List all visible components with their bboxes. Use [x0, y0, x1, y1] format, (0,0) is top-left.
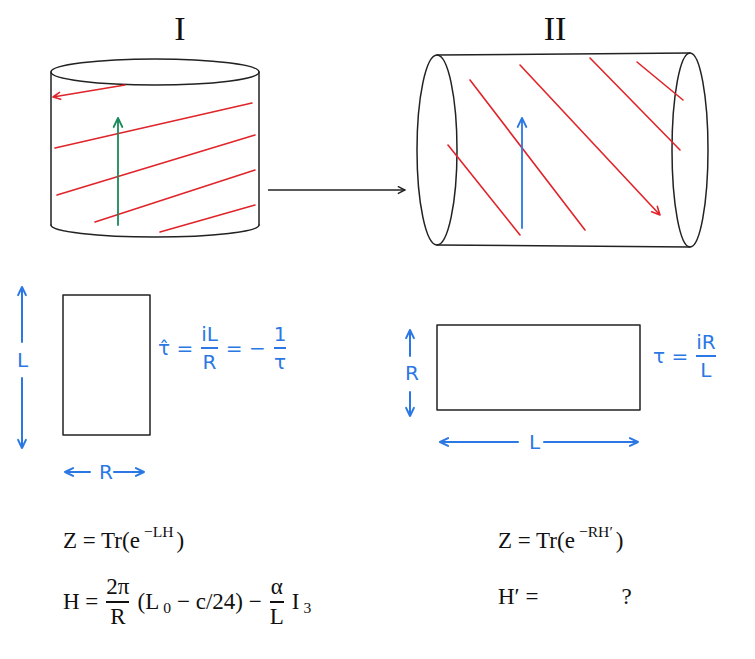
- math-text: τ =: [653, 344, 688, 368]
- fraction-bar: [270, 601, 284, 603]
- cylinder-stroke: [672, 53, 708, 247]
- math-text: R: [99, 460, 113, 484]
- numerator: iL: [201, 322, 218, 346]
- fraction: 1τ: [274, 322, 287, 374]
- dimension-arrow: [18, 378, 26, 448]
- roman-numeral: II: [544, 12, 567, 46]
- math-text: ): [177, 528, 185, 554]
- cylinder-stroke: [53, 85, 125, 99]
- horizontal-cylinder: II: [405, 12, 710, 256]
- cylinder-stroke: [448, 145, 520, 235]
- math-text: τ̂ =: [158, 336, 193, 360]
- numerator: iR: [696, 330, 715, 354]
- cylinder-outline: [42, 12, 268, 244]
- dimension-arrow: [406, 330, 414, 356]
- math-text: ): [616, 528, 624, 554]
- subscript: 3: [303, 599, 311, 617]
- math-text: H =: [63, 589, 98, 615]
- fraction-bar: [201, 347, 218, 349]
- numerator: 1: [274, 322, 287, 346]
- math-text: (L: [137, 589, 159, 615]
- math-text: ?: [621, 584, 631, 610]
- cylinder-stroke: [470, 80, 585, 230]
- transform-arrow: [268, 189, 405, 191]
- cylinder-stroke: [57, 135, 255, 195]
- cylinder-stroke: [437, 53, 690, 247]
- denominator: R: [203, 350, 217, 374]
- denominator: R: [110, 604, 125, 630]
- annotation: L: [526, 430, 543, 454]
- math-text: Z = Tr(e: [63, 528, 140, 554]
- annotation: L: [14, 348, 31, 372]
- dimension-arrow: [544, 438, 638, 446]
- dimension-arrow: [406, 392, 414, 416]
- math-text: L: [529, 430, 540, 454]
- cylinder-stroke: [95, 170, 255, 222]
- torus-rectangle: [437, 325, 640, 410]
- roman-numeral: I: [174, 12, 185, 46]
- fraction: 2πR: [106, 574, 129, 630]
- math-text: − c/24) −: [177, 589, 262, 615]
- formula: Z = Tr(e−RH′): [495, 528, 626, 554]
- annotation: τ = iR L: [650, 330, 721, 382]
- math-text: Z = Tr(e: [498, 528, 575, 554]
- math-text: R: [405, 361, 419, 385]
- fraction: iL R: [201, 322, 218, 374]
- dimension-arrow: [440, 438, 518, 446]
- numerator: 2π: [106, 574, 129, 600]
- cylinder-stroke: [51, 59, 259, 85]
- formula: Z = Tr(e−LH): [60, 528, 187, 554]
- cylinder-stroke: [51, 72, 259, 225]
- cylinder-stroke: [51, 225, 259, 237]
- subscript: 0: [163, 599, 171, 617]
- math-text: I: [292, 589, 300, 615]
- denominator: L: [700, 358, 711, 382]
- dimension-arrow: [114, 468, 144, 476]
- cylinder-stroke: [518, 118, 527, 228]
- cylinder-stroke: [114, 118, 123, 225]
- fraction-bar: [106, 601, 129, 603]
- superscript: −LH: [144, 523, 174, 541]
- cylinder-outline: [405, 12, 710, 256]
- fraction-bar: [696, 355, 715, 357]
- math-text: = −: [226, 336, 266, 360]
- cylinder-stroke: [590, 58, 680, 150]
- math-text: H′ =: [498, 584, 538, 610]
- cylinder-stroke: [520, 65, 660, 215]
- denominator: L: [270, 604, 284, 630]
- formula: H =2πR(L0− c/24) −αLI3: [60, 574, 311, 630]
- dimension-arrow: [65, 468, 90, 476]
- superscript: −RH′: [579, 523, 613, 541]
- torus-rectangle: [63, 295, 150, 435]
- annotation: τ̂ =iLR= −1τ: [155, 322, 291, 374]
- math-text: L: [17, 348, 28, 372]
- fraction: αL: [270, 574, 284, 630]
- fraction-bar: [274, 347, 287, 349]
- dimension-arrow: [18, 287, 26, 342]
- cylinder-stroke: [637, 62, 683, 100]
- vertical-cylinder: I: [42, 12, 268, 244]
- numerator: α: [271, 574, 283, 600]
- annotation: R: [402, 361, 422, 385]
- cylinder-stroke: [55, 103, 252, 148]
- formula: H′ =?: [495, 584, 635, 610]
- denominator: τ: [274, 350, 286, 374]
- cylinder-stroke: [160, 205, 255, 232]
- annotation: R: [96, 460, 116, 484]
- fraction: iR L: [696, 330, 715, 382]
